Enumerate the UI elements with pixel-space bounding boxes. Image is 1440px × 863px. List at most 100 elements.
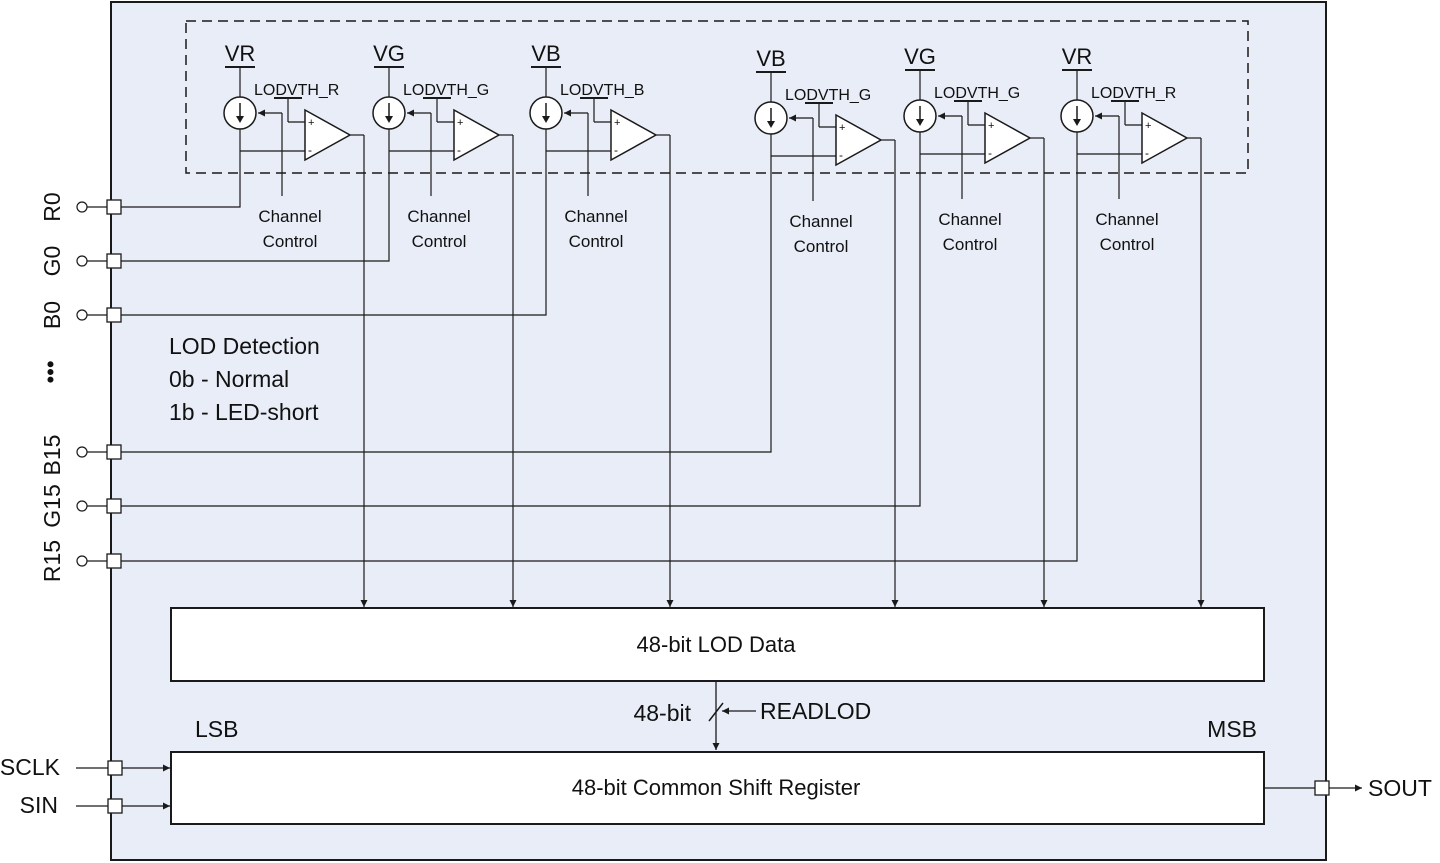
minus-sign: -: [988, 146, 992, 160]
legend-short: 1b - LED-short: [169, 399, 319, 425]
supply-label: VG: [904, 44, 936, 69]
pin-pad: [106, 444, 122, 460]
channel-control-label: Control: [943, 235, 998, 254]
pin-ellipsis: •••: [38, 360, 63, 383]
pin-pad: [106, 498, 122, 514]
comparator-icon: [453, 108, 501, 162]
supply-label: VR: [1062, 44, 1093, 69]
readlod-label: READLOD: [760, 698, 871, 724]
pin-b15: B15: [39, 435, 122, 476]
sclk-pin: [107, 760, 123, 776]
threshold-label: LODVTH_R: [254, 82, 339, 99]
threshold-label: LODVTH_B: [560, 82, 644, 99]
sin-pin: [107, 798, 123, 814]
shift-register: [170, 751, 1265, 825]
msb-label: MSB: [1207, 716, 1257, 742]
legend-normal: 0b - Normal: [169, 366, 289, 392]
minus-sign: -: [457, 143, 461, 157]
pin-b0: B0: [39, 301, 122, 329]
plus-sign: +: [988, 120, 994, 132]
pin-g0: G0: [39, 246, 122, 277]
plus-sign: +: [1145, 120, 1151, 132]
legend-title: LOD Detection: [169, 333, 320, 359]
pin-label: B15: [39, 435, 65, 476]
current-arrowhead: [236, 116, 244, 123]
sout-pin: [1314, 780, 1330, 796]
channel-control-label: Channel: [564, 207, 627, 226]
minus-sign: -: [839, 148, 843, 162]
plus-sign: +: [308, 117, 314, 129]
sin-label: SIN: [20, 792, 58, 818]
current-arrowhead: [1073, 119, 1081, 126]
threshold-label: LODVTH_R: [1091, 85, 1176, 102]
bus-slash: [708, 702, 724, 722]
sout-label: SOUT: [1368, 775, 1432, 801]
lsb-label: LSB: [195, 716, 238, 742]
pin-terminal-icon: [76, 309, 88, 321]
pin-g15: G15: [39, 484, 122, 528]
pin-r0: R0: [39, 192, 122, 222]
plus-sign: +: [839, 122, 845, 134]
supply-label: VG: [373, 41, 405, 66]
channel-wire: [121, 156, 772, 453]
shift-register-label: 48-bit Common Shift Register: [572, 775, 861, 800]
pin-label: G15: [39, 484, 65, 527]
channel-control-label: Control: [263, 232, 318, 251]
channel-control-label: Channel: [789, 212, 852, 231]
channel-wire: [121, 154, 1078, 562]
pin-terminal-icon: [76, 201, 88, 213]
comparator-icon: [1141, 111, 1189, 165]
channel-control-label: Channel: [938, 210, 1001, 229]
supply-label: VB: [531, 41, 560, 66]
current-arrowhead: [916, 119, 924, 126]
pin-label: R0: [39, 192, 65, 221]
current-arrowhead: [385, 116, 393, 123]
pin-pad: [106, 307, 122, 323]
minus-sign: -: [308, 143, 312, 157]
channel-control-label: Channel: [1095, 210, 1158, 229]
channel-control-label: Channel: [258, 207, 321, 226]
pin-pad: [106, 553, 122, 569]
plus-sign: +: [457, 117, 463, 129]
lod-data-register: [170, 607, 1265, 682]
current-arrowhead: [767, 121, 775, 128]
pin-terminal-icon: [76, 446, 88, 458]
channel-control-label: Control: [1100, 235, 1155, 254]
comparator-icon: [984, 111, 1032, 165]
lod-data-label: 48-bit LOD Data: [637, 632, 797, 657]
pin-pad: [106, 199, 122, 215]
channel-control-label: Control: [412, 232, 467, 251]
sclk-label: SCLK: [0, 754, 61, 780]
channel-wire: [121, 151, 390, 262]
channel-wire: [121, 151, 547, 316]
pin-terminal-icon: [76, 255, 88, 267]
threshold-label: LODVTH_G: [934, 85, 1020, 102]
pin-label: R15: [39, 540, 65, 582]
supply-label: VB: [756, 46, 785, 71]
pin-pad: [106, 253, 122, 269]
comparator-icon: [835, 113, 883, 167]
channel-control-label: Channel: [407, 207, 470, 226]
bus-width-label: 48-bit: [633, 700, 691, 726]
channel-wire: [121, 154, 921, 507]
threshold-label: LODVTH_G: [785, 87, 871, 104]
pin-r15: R15: [39, 540, 122, 582]
current-arrowhead: [542, 116, 550, 123]
channel-wire: [121, 151, 241, 208]
pin-terminal-icon: [76, 555, 88, 567]
comparator-icon: [610, 108, 658, 162]
threshold-label: LODVTH_G: [403, 82, 489, 99]
minus-sign: -: [614, 143, 618, 157]
pin-label: G0: [39, 246, 65, 277]
comparator-icon: [304, 108, 352, 162]
channel-wires: [121, 151, 1078, 562]
